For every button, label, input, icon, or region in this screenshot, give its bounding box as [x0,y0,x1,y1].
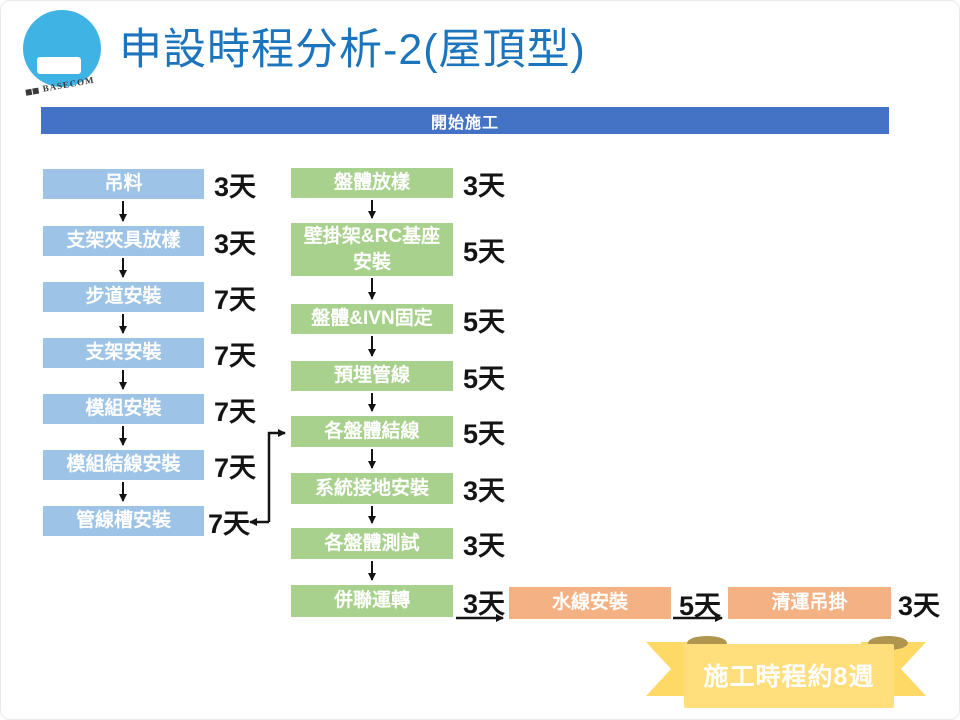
duration-label: 7天 [214,396,257,427]
flow-step-label: 模組結線安裝 [66,454,181,476]
flow-step-box: 各盤體測試 [291,528,453,559]
flow-step-box: 模組結線安裝 [43,450,204,480]
duration-label: 7天 [214,452,257,483]
duration-label: 5天 [679,590,722,621]
flow-step-box: 壁掛架&RC基座安裝 [291,223,453,276]
duration-label: 3天 [463,170,506,201]
flow-step-box: 盤體放樣 [291,168,453,198]
flow-step-box: 支架安裝 [43,338,204,368]
flow-step-label: 吊料 [104,173,143,195]
flow-step-label: 盤體&IVN固定 [311,308,433,330]
flow-step-box: 水線安裝 [509,587,671,619]
logo-mark-icon [32,87,40,95]
flow-step-label: 支架安裝 [85,342,162,364]
flow-step-label: 支架夾具放樣 [66,230,181,252]
start-construction-bar: 開始施工 [41,107,889,134]
duration-label: 3天 [898,590,941,621]
logo-rect-icon [37,57,81,74]
flow-step-box: 吊料 [43,169,204,199]
page-title: 申設時程分析-2(屋頂型) [119,26,586,74]
duration-label: 5天 [463,306,506,337]
duration-label: 5天 [463,237,506,267]
flow-step-box: 清運吊掛 [728,587,891,619]
duration-label: 3天 [214,171,257,202]
duration-label: 3天 [463,531,506,561]
flow-step-box: 盤體&IVN固定 [291,304,453,334]
flow-step-label: 管線槽安裝 [75,510,171,532]
duration-label: 3天 [463,588,506,619]
flow-step-label: 清運吊掛 [771,592,848,614]
flow-step-label: 各盤體測試 [324,532,420,554]
logo-circle-icon [23,10,101,87]
flow-step-box: 併聯運轉 [291,585,453,617]
duration-label: 7天 [214,284,257,315]
flow-step-label: 水線安裝 [551,592,628,614]
flow-step-box: 模組安裝 [43,394,204,424]
duration-label: 5天 [463,363,506,394]
logo-mark-icon [25,88,33,96]
flow-step-label: 系統接地安裝 [314,477,429,499]
duration-label: 5天 [463,419,506,449]
flow-step-label: 併聯運轉 [333,590,410,612]
duration-label: 3天 [463,476,506,506]
flow-step-label: 各盤體結線 [324,420,420,442]
duration-label: 7天 [208,508,251,539]
banner-label: 施工時程約8週 [703,663,875,691]
flow-step-box: 各盤體結線 [291,416,453,447]
flow-step-label: 模組安裝 [85,398,162,420]
flow-step-box: 管線槽安裝 [43,506,204,536]
flow-step-box: 支架夾具放樣 [43,226,204,256]
flow-step-box: 預埋管線 [291,361,453,391]
flow-step-label: 壁掛架&RC基座安裝 [303,225,441,273]
duration-label: 3天 [214,228,257,259]
duration-label: 7天 [214,340,257,371]
flow-step-label: 盤體放樣 [333,172,410,194]
flow-step-box: 步道安裝 [43,282,204,312]
flow-step-box: 系統接地安裝 [291,473,453,504]
flow-step-label: 步道安裝 [85,286,162,308]
flow-step-label: 預埋管線 [333,365,410,387]
start-construction-label: 開始施工 [430,114,499,132]
